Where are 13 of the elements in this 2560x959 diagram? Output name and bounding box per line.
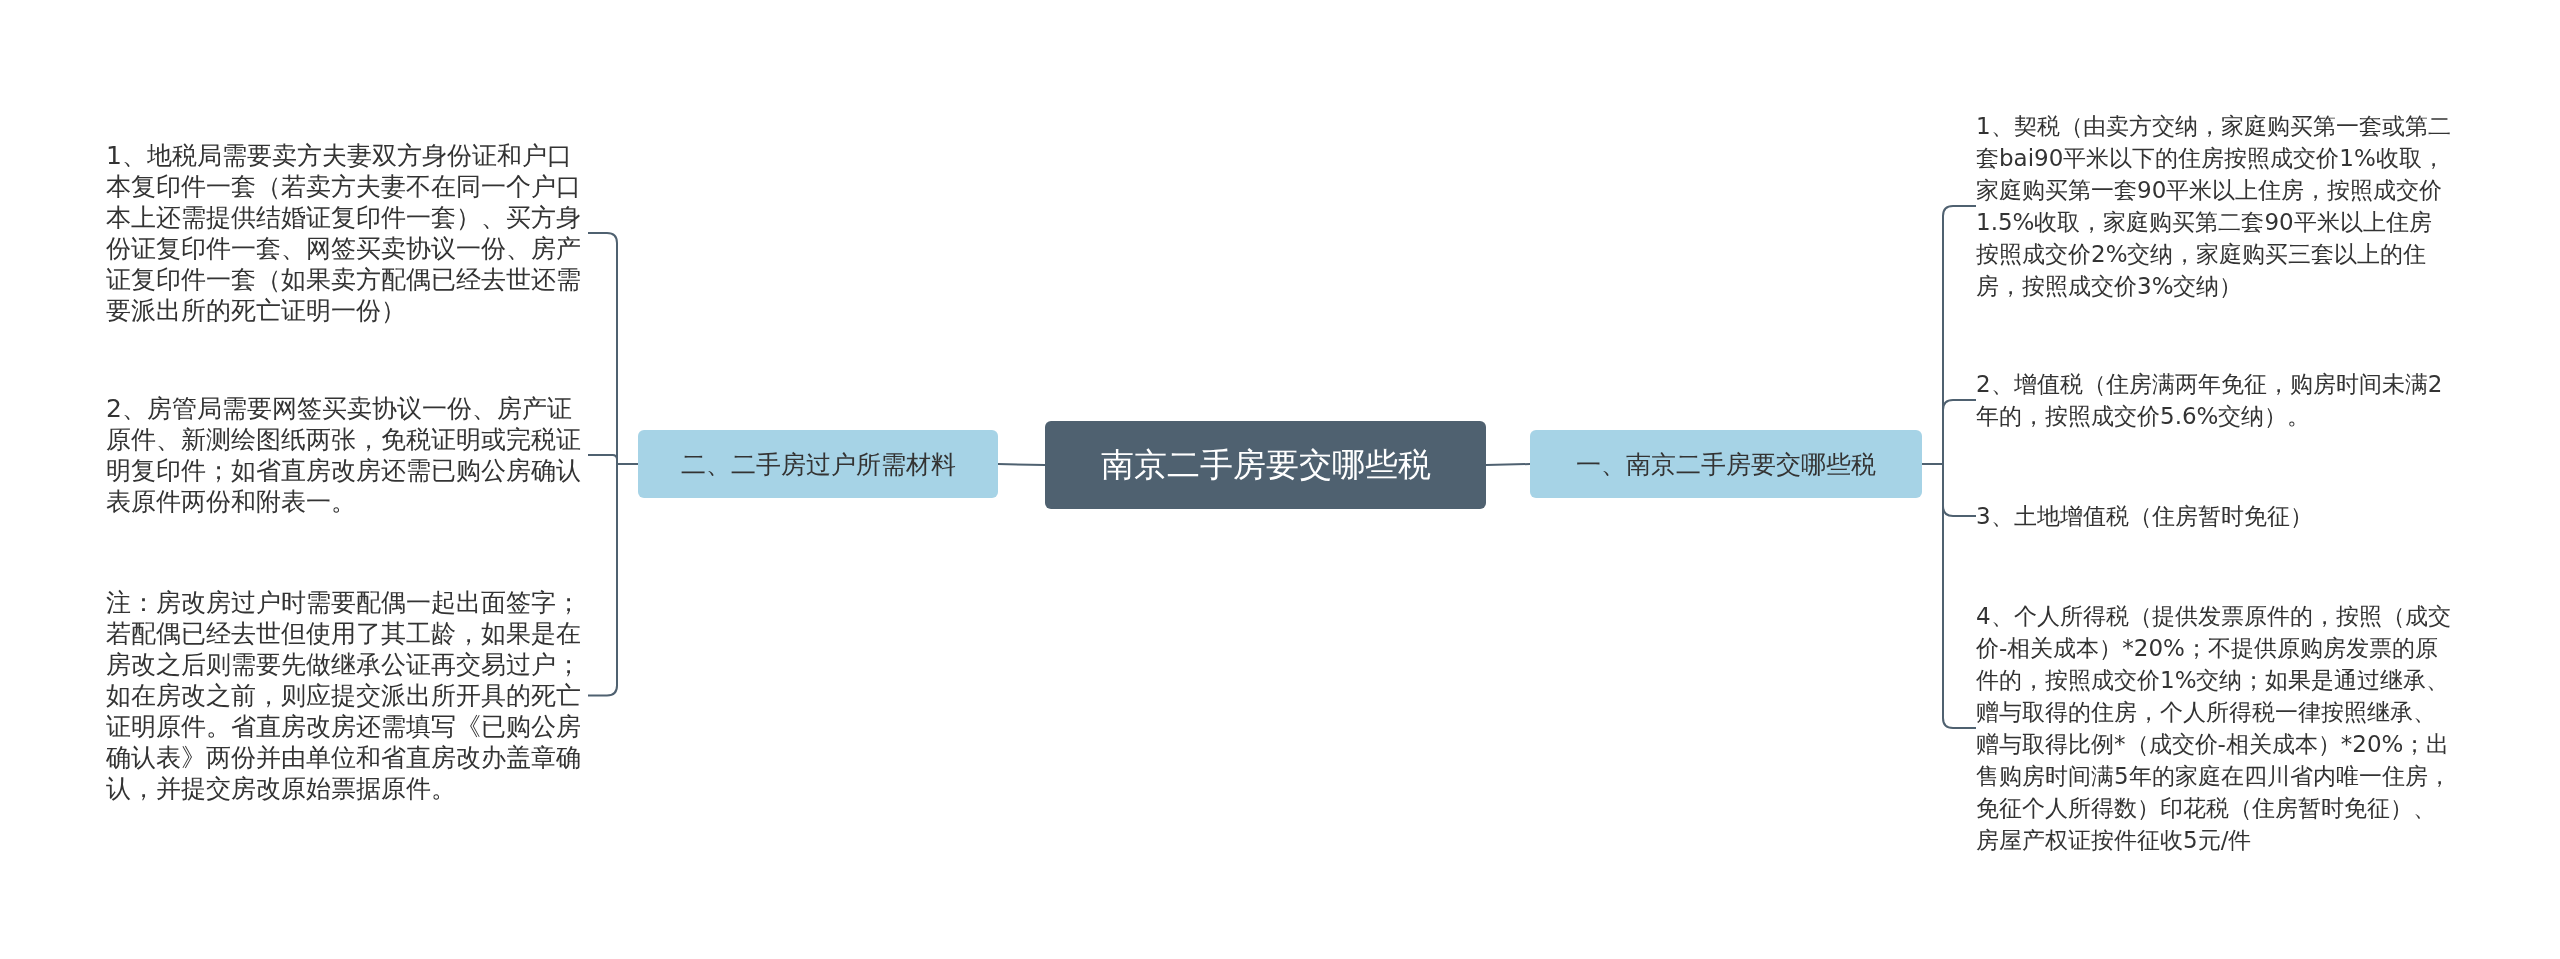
leaf-text: 2、房管局需要网签买卖协议一份、房产证原件、新测绘图纸两张，免税证明或完税证明复印件；如省直房改房还需已购公房确认表原件两份和附表一。 [106,393,582,517]
leaf-text: 2、增值税（住房满两年免征，购房时间未满2年的，按照成交价5.6%交纳）。 [1976,370,2444,431]
connector-line [1921,463,1977,729]
connector-line [997,463,1046,466]
leaf-text: 3、土地增值税（住房暂时免征） [1976,502,2314,531]
branch-topic: 一、南京二手房要交哪些税 [1530,430,1922,498]
leaf-text: 1、契税（由卖方交纳，家庭购买第一套或第二套bai90平米以下的住房按照成交价1%收取，家庭购买第一套90平米以上住房，按照成交价1.5%收取，家庭购买第二套90平米以上住房按照成交价2%交纳，家庭购买三套以上的住房，按照成交价3%交纳） [1976,112,2452,301]
branch-topic: 二、二手房过户所需材料 [638,430,998,498]
central-topic: 南京二手房要交哪些税 [1045,421,1486,509]
leaf-text: 1、地税局需要卖方夫妻双方身份证和户口本复印件一套（若卖方夫妻不在同一个户口本上还需提供结婚证复印件一套）、买方身份证复印件一套、网签买卖协议一份、房产证复印件一套（如果卖方配偶已经去世还需要派出所的死亡证明一份） [106,140,582,326]
leaf-text: 4、个人所得税（提供发票原件的，按照（成交价-相关成本）*20%；不提供原购房发票的原件的，按照成交价1%交纳；如果是通过继承、赠与取得的住房，个人所得税一律按照继承、赠与取得比例*（成交价-相关成本）*20%；出售购房时间满5年的家庭在四川省内唯一住房，免征个人所得数）印花税（住房暂时免征）、房屋产权证按件征收5元/件 [1976,602,2452,855]
connector-line [1485,463,1531,466]
leaf-text: 注：房改房过户时需要配偶一起出面签字；若配偶已经去世但使用了其工龄，如果是在房改之后则需要先做继承公证再交易过户；如在房改之前，则应提交派出所开具的死亡证明原件。省直房改房还需填写《已购公房确认表》两份并由单位和省直房改办盖章确认，并提交房改原始票据原件。 [106,587,582,804]
